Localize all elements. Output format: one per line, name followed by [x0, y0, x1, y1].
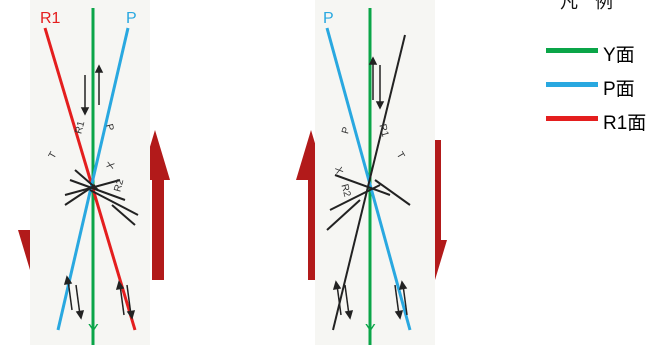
- left-label-p: P: [126, 10, 137, 28]
- right-label-y: Y: [365, 322, 376, 340]
- legend-swatch-p: [546, 82, 598, 87]
- right-fault-panel: P Y R1 P T X R2: [315, 0, 435, 345]
- left-fault-diagram: [30, 0, 150, 345]
- legend-title: 凡 例: [560, 0, 619, 14]
- legend-item-y: Y面: [540, 38, 661, 62]
- legend-label-p: P面: [603, 74, 635, 101]
- legend-swatch-y: [546, 48, 598, 53]
- legend-item-p: P面: [540, 72, 661, 96]
- left-fault-panel: R1 P Y R1 P T X R2: [30, 0, 150, 345]
- left-label-y: Y: [88, 322, 99, 340]
- legend-swatch-r1: [546, 116, 598, 121]
- legend-item-r1: R1面: [540, 106, 661, 130]
- left-label-r1: R1: [40, 10, 60, 28]
- legend-label-y: Y面: [603, 40, 635, 67]
- legend-label-r1: R1面: [603, 108, 646, 135]
- right-label-p: P: [323, 10, 334, 28]
- legend: 凡 例 Y面 P面 R1面: [540, 0, 661, 140]
